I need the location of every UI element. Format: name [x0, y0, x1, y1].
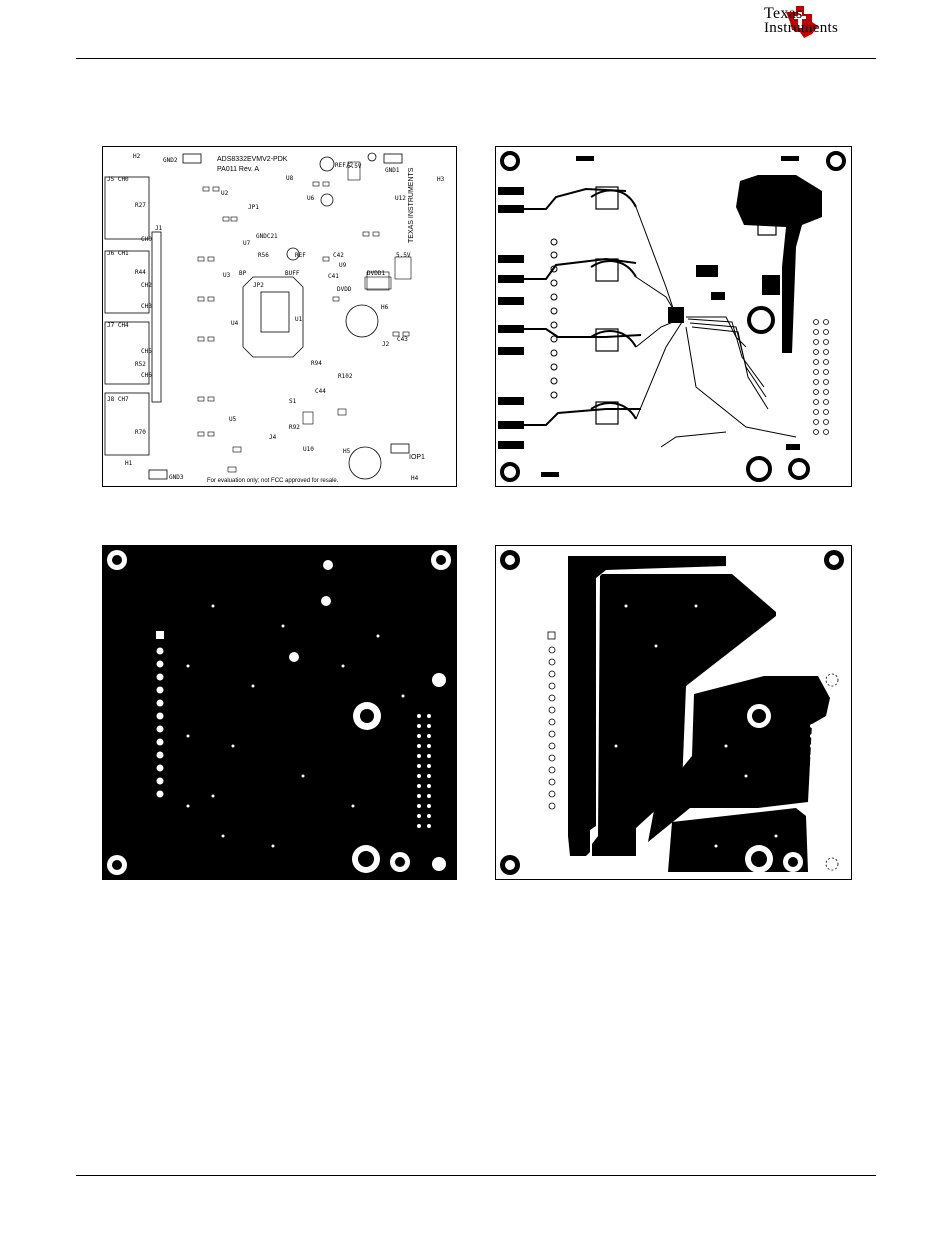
- silk-r94: R94: [311, 360, 322, 367]
- pcb-top-silkscreen-panel: H2 GND2 ADS8332EVMV2-PDK PA011 Rev. A RE…: [102, 146, 457, 487]
- silk-r44: R44: [135, 269, 146, 276]
- silk-j8-ch7: J8 CH7: [107, 396, 129, 403]
- silk-jp2: JP2: [253, 282, 264, 289]
- silk-ch6: CH6: [141, 372, 152, 379]
- silk-dvdd1: DVDD1: [367, 270, 385, 277]
- silk-5v5-b: 5.5V: [396, 252, 411, 259]
- silk-5v5-a: 5.5V: [347, 163, 362, 170]
- silk-c43: C43: [397, 336, 408, 343]
- pcb-ground-layer-panel: [102, 545, 457, 880]
- silk-u9: U9: [339, 262, 347, 269]
- silk-c44: C44: [315, 388, 326, 395]
- silk-u8: U8: [286, 175, 294, 182]
- silk-h2: H2: [133, 153, 141, 160]
- brand-line-2: Instruments: [764, 20, 839, 36]
- silk-ref-div2: REF/2: [335, 162, 353, 169]
- silk-ref: REF: [295, 252, 306, 259]
- silk-gnd3: GND3: [169, 474, 184, 481]
- silk-board-rev: PA011 Rev. A: [217, 166, 259, 173]
- silk-r27: R27: [135, 202, 146, 209]
- silk-u3: U3: [223, 272, 231, 279]
- silk-j6-ch1: J6 CH1: [107, 250, 129, 257]
- silk-dvdd: DVDD: [337, 286, 352, 293]
- silk-h4: H4: [411, 475, 419, 482]
- silk-h5: H5: [343, 448, 351, 455]
- pcb-top-copper-panel: [495, 146, 852, 487]
- silk-jp1: JP1: [248, 204, 259, 211]
- silk-iop1: IOP1: [409, 454, 425, 461]
- silk-gndc21: GNDC21: [256, 233, 278, 240]
- company-wordmark: Texas Instruments: [764, 6, 838, 36]
- silk-h1: H1: [125, 460, 133, 467]
- silk-r70: R70: [135, 429, 146, 436]
- pcb-ground-layer-image: [107, 550, 451, 875]
- silk-u2: U2: [221, 190, 229, 197]
- silk-h3: H3: [437, 176, 445, 183]
- silk-h6: H6: [381, 304, 389, 311]
- silk-bp: BP: [239, 270, 247, 277]
- silk-u10: U10: [303, 446, 314, 453]
- pcb-power-layer-image: [500, 550, 844, 875]
- ti-logo-icon: [786, 6, 818, 38]
- silk-ch3: CH3: [141, 303, 152, 310]
- silk-u4: U4: [231, 320, 239, 327]
- silk-u12: U12: [395, 195, 406, 202]
- silk-s1: S1: [289, 398, 297, 405]
- silk-gnd2: GND2: [163, 157, 178, 164]
- silk-disclaimer: For evaluation only; not FCC approved fo…: [207, 478, 339, 484]
- silk-r102: R102: [338, 373, 353, 380]
- footer-rule: [76, 1175, 876, 1176]
- pcb-power-layer-panel: [495, 545, 852, 880]
- silk-j5-ch0: J5 CH0: [107, 176, 129, 183]
- silk-u6: U6: [307, 195, 315, 202]
- silk-ch5: CH5: [141, 348, 152, 355]
- silk-r92: R92: [289, 424, 300, 431]
- pcb-top-copper-image: [498, 151, 846, 482]
- silk-c41: C41: [328, 273, 339, 280]
- silk-u5: U5: [229, 416, 237, 423]
- silk-c42: C42: [333, 252, 344, 259]
- silk-r56: R56: [258, 252, 269, 259]
- silk-j4: J4: [269, 434, 277, 441]
- silk-u1: U1: [295, 316, 303, 323]
- pcb-top-silkscreen-image: H2 GND2 ADS8332EVMV2-PDK PA011 Rev. A RE…: [104, 152, 445, 484]
- silk-ch2: CH2: [141, 282, 152, 289]
- silk-j2: J2: [382, 341, 390, 348]
- header-rule: [76, 58, 876, 59]
- silk-r52: R52: [135, 361, 146, 368]
- silk-j1: J1: [155, 225, 163, 232]
- silk-gnd1: GND1: [385, 167, 400, 174]
- brand-line-1: Texas: [764, 5, 803, 22]
- silk-ti-brand: TEXAS INSTRUMENTS: [408, 167, 415, 243]
- silk-j7-ch4: J7 CH4: [107, 322, 129, 329]
- silk-buff: BUFF: [285, 270, 300, 277]
- silk-u7: U7: [243, 240, 251, 247]
- silk-ch0: CH0: [141, 236, 152, 243]
- silk-board-name: ADS8332EVMV2-PDK: [217, 156, 288, 163]
